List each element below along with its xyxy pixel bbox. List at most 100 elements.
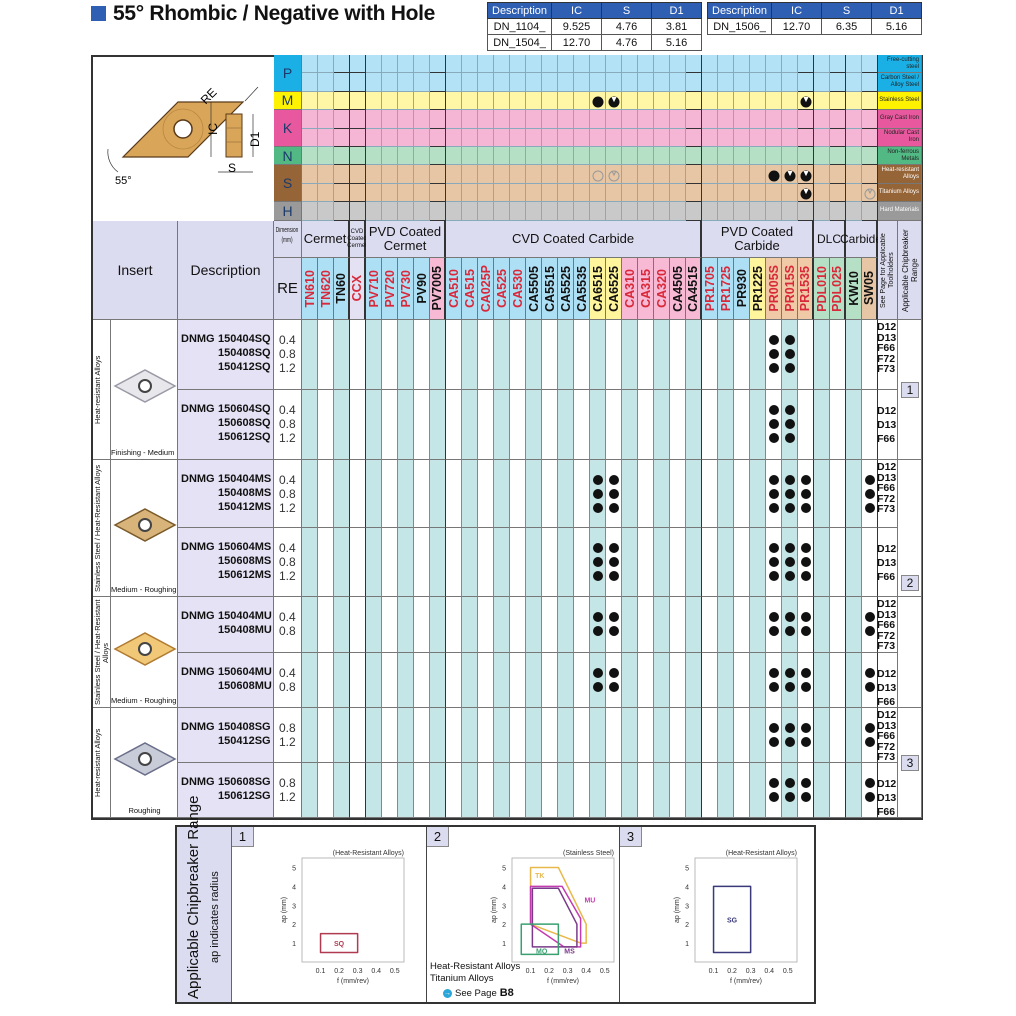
re-value: 1.2 xyxy=(279,431,296,445)
recommended-second-icon xyxy=(800,187,812,200)
material-cell xyxy=(302,91,318,111)
spec-cell: 4.76 xyxy=(601,34,653,51)
grade-name: CA5505 xyxy=(526,265,541,312)
chipbreaker-range-ref[interactable]: 1 xyxy=(901,382,919,398)
material-cell xyxy=(654,165,670,184)
recommended-second-icon xyxy=(784,169,796,182)
material-cell xyxy=(782,183,798,203)
material-cell xyxy=(462,91,478,111)
material-cell xyxy=(846,165,862,184)
material-cell xyxy=(654,91,670,111)
grade-cell xyxy=(686,460,702,528)
material-cell xyxy=(830,183,846,203)
grade-cell xyxy=(750,653,766,708)
grade-cell xyxy=(590,763,606,818)
grade-cell xyxy=(862,528,878,597)
re-value: 1.2 xyxy=(279,790,296,804)
y-tick-label: 3 xyxy=(292,903,296,910)
grade-cell xyxy=(670,653,686,708)
material-cell xyxy=(702,110,718,129)
grade-cell xyxy=(414,528,430,597)
description-code: 150612SG xyxy=(218,790,271,802)
material-cell xyxy=(718,147,734,166)
grade-cell xyxy=(734,708,750,763)
note-line: Heat-Resistant Alloys xyxy=(430,961,521,972)
material-cell xyxy=(750,128,766,147)
chipbreaker-range-ref[interactable]: 2 xyxy=(901,575,919,591)
arrow-circle-icon: → xyxy=(443,988,452,998)
material-cell xyxy=(494,202,510,221)
grade-cell xyxy=(718,653,734,708)
description-prefix: DNMG xyxy=(181,333,215,345)
availability-dot xyxy=(785,778,795,788)
material-cell xyxy=(814,165,830,184)
grade-cell xyxy=(350,390,366,460)
material-label-cell: Free-cutting steel xyxy=(878,55,922,74)
availability-dot xyxy=(785,723,795,733)
material-cell xyxy=(846,55,862,74)
grade-cell xyxy=(478,653,494,708)
material-cell xyxy=(334,183,350,203)
material-cell xyxy=(414,128,430,147)
material-cell xyxy=(494,91,510,111)
spec-header: IC xyxy=(551,2,603,19)
grade-cell xyxy=(638,653,654,708)
chipbreaker-range-ref[interactable]: 3 xyxy=(901,755,919,771)
material-label: Free-cutting steel xyxy=(886,56,919,70)
grade-cell xyxy=(862,320,878,390)
x-tick-label: 0.3 xyxy=(353,968,363,975)
grade-cell xyxy=(526,597,542,653)
grade-column-header: TN60 xyxy=(334,258,350,320)
grade-cell xyxy=(430,460,446,528)
description-prefix: DNMG xyxy=(181,403,215,415)
grade-column-header: CA5535 xyxy=(574,258,590,320)
grade-cell xyxy=(302,528,318,597)
grade-cell xyxy=(590,653,606,708)
material-cell xyxy=(462,183,478,203)
material-cell xyxy=(318,128,334,147)
grade-cell xyxy=(830,320,846,390)
grade-cell xyxy=(366,763,382,818)
material-cell xyxy=(350,55,366,74)
material-cell xyxy=(414,165,430,184)
re-value: 0.4 xyxy=(279,610,296,624)
grade-cell xyxy=(446,460,462,528)
material-cell xyxy=(350,202,366,221)
material-cell xyxy=(814,73,830,92)
material-cell xyxy=(430,91,446,111)
grade-name: PR930 xyxy=(734,269,749,308)
material-cell xyxy=(814,91,830,111)
spec-header: IC xyxy=(771,2,823,19)
y-tick-label: 4 xyxy=(502,884,506,891)
grade-name: CA5535 xyxy=(574,265,589,312)
grade-column-header: CCX xyxy=(350,258,366,320)
availability-dot xyxy=(609,668,619,678)
material-cell xyxy=(750,165,766,184)
material-cell xyxy=(574,110,590,129)
material-cell xyxy=(670,110,686,129)
availability-dot xyxy=(785,737,795,747)
material-cell xyxy=(350,165,366,184)
grade-column-header: SW05 xyxy=(862,258,878,320)
ic-label: IC xyxy=(206,123,220,135)
material-cell xyxy=(318,110,334,129)
material-cell xyxy=(686,128,702,147)
grade-cell xyxy=(734,597,750,653)
material-cell xyxy=(590,128,606,147)
grade-cell xyxy=(558,460,574,528)
grade-cell xyxy=(302,390,318,460)
material-cell xyxy=(782,128,798,147)
material-cell xyxy=(366,183,382,203)
insert-application-label: Stainless Steel / Heat-Resistant Alloys xyxy=(93,464,102,593)
material-cell xyxy=(558,128,574,147)
grade-cell xyxy=(366,708,382,763)
chipbreaker-label-panel: Applicable Chipbreaker Range ap indicate… xyxy=(177,796,232,1002)
grade-cell xyxy=(462,597,478,653)
material-cell xyxy=(702,91,718,111)
grade-cell xyxy=(734,653,750,708)
insert-caption: Medium - Roughing xyxy=(111,696,177,705)
material-cell xyxy=(350,110,366,129)
material-cell xyxy=(606,147,622,166)
